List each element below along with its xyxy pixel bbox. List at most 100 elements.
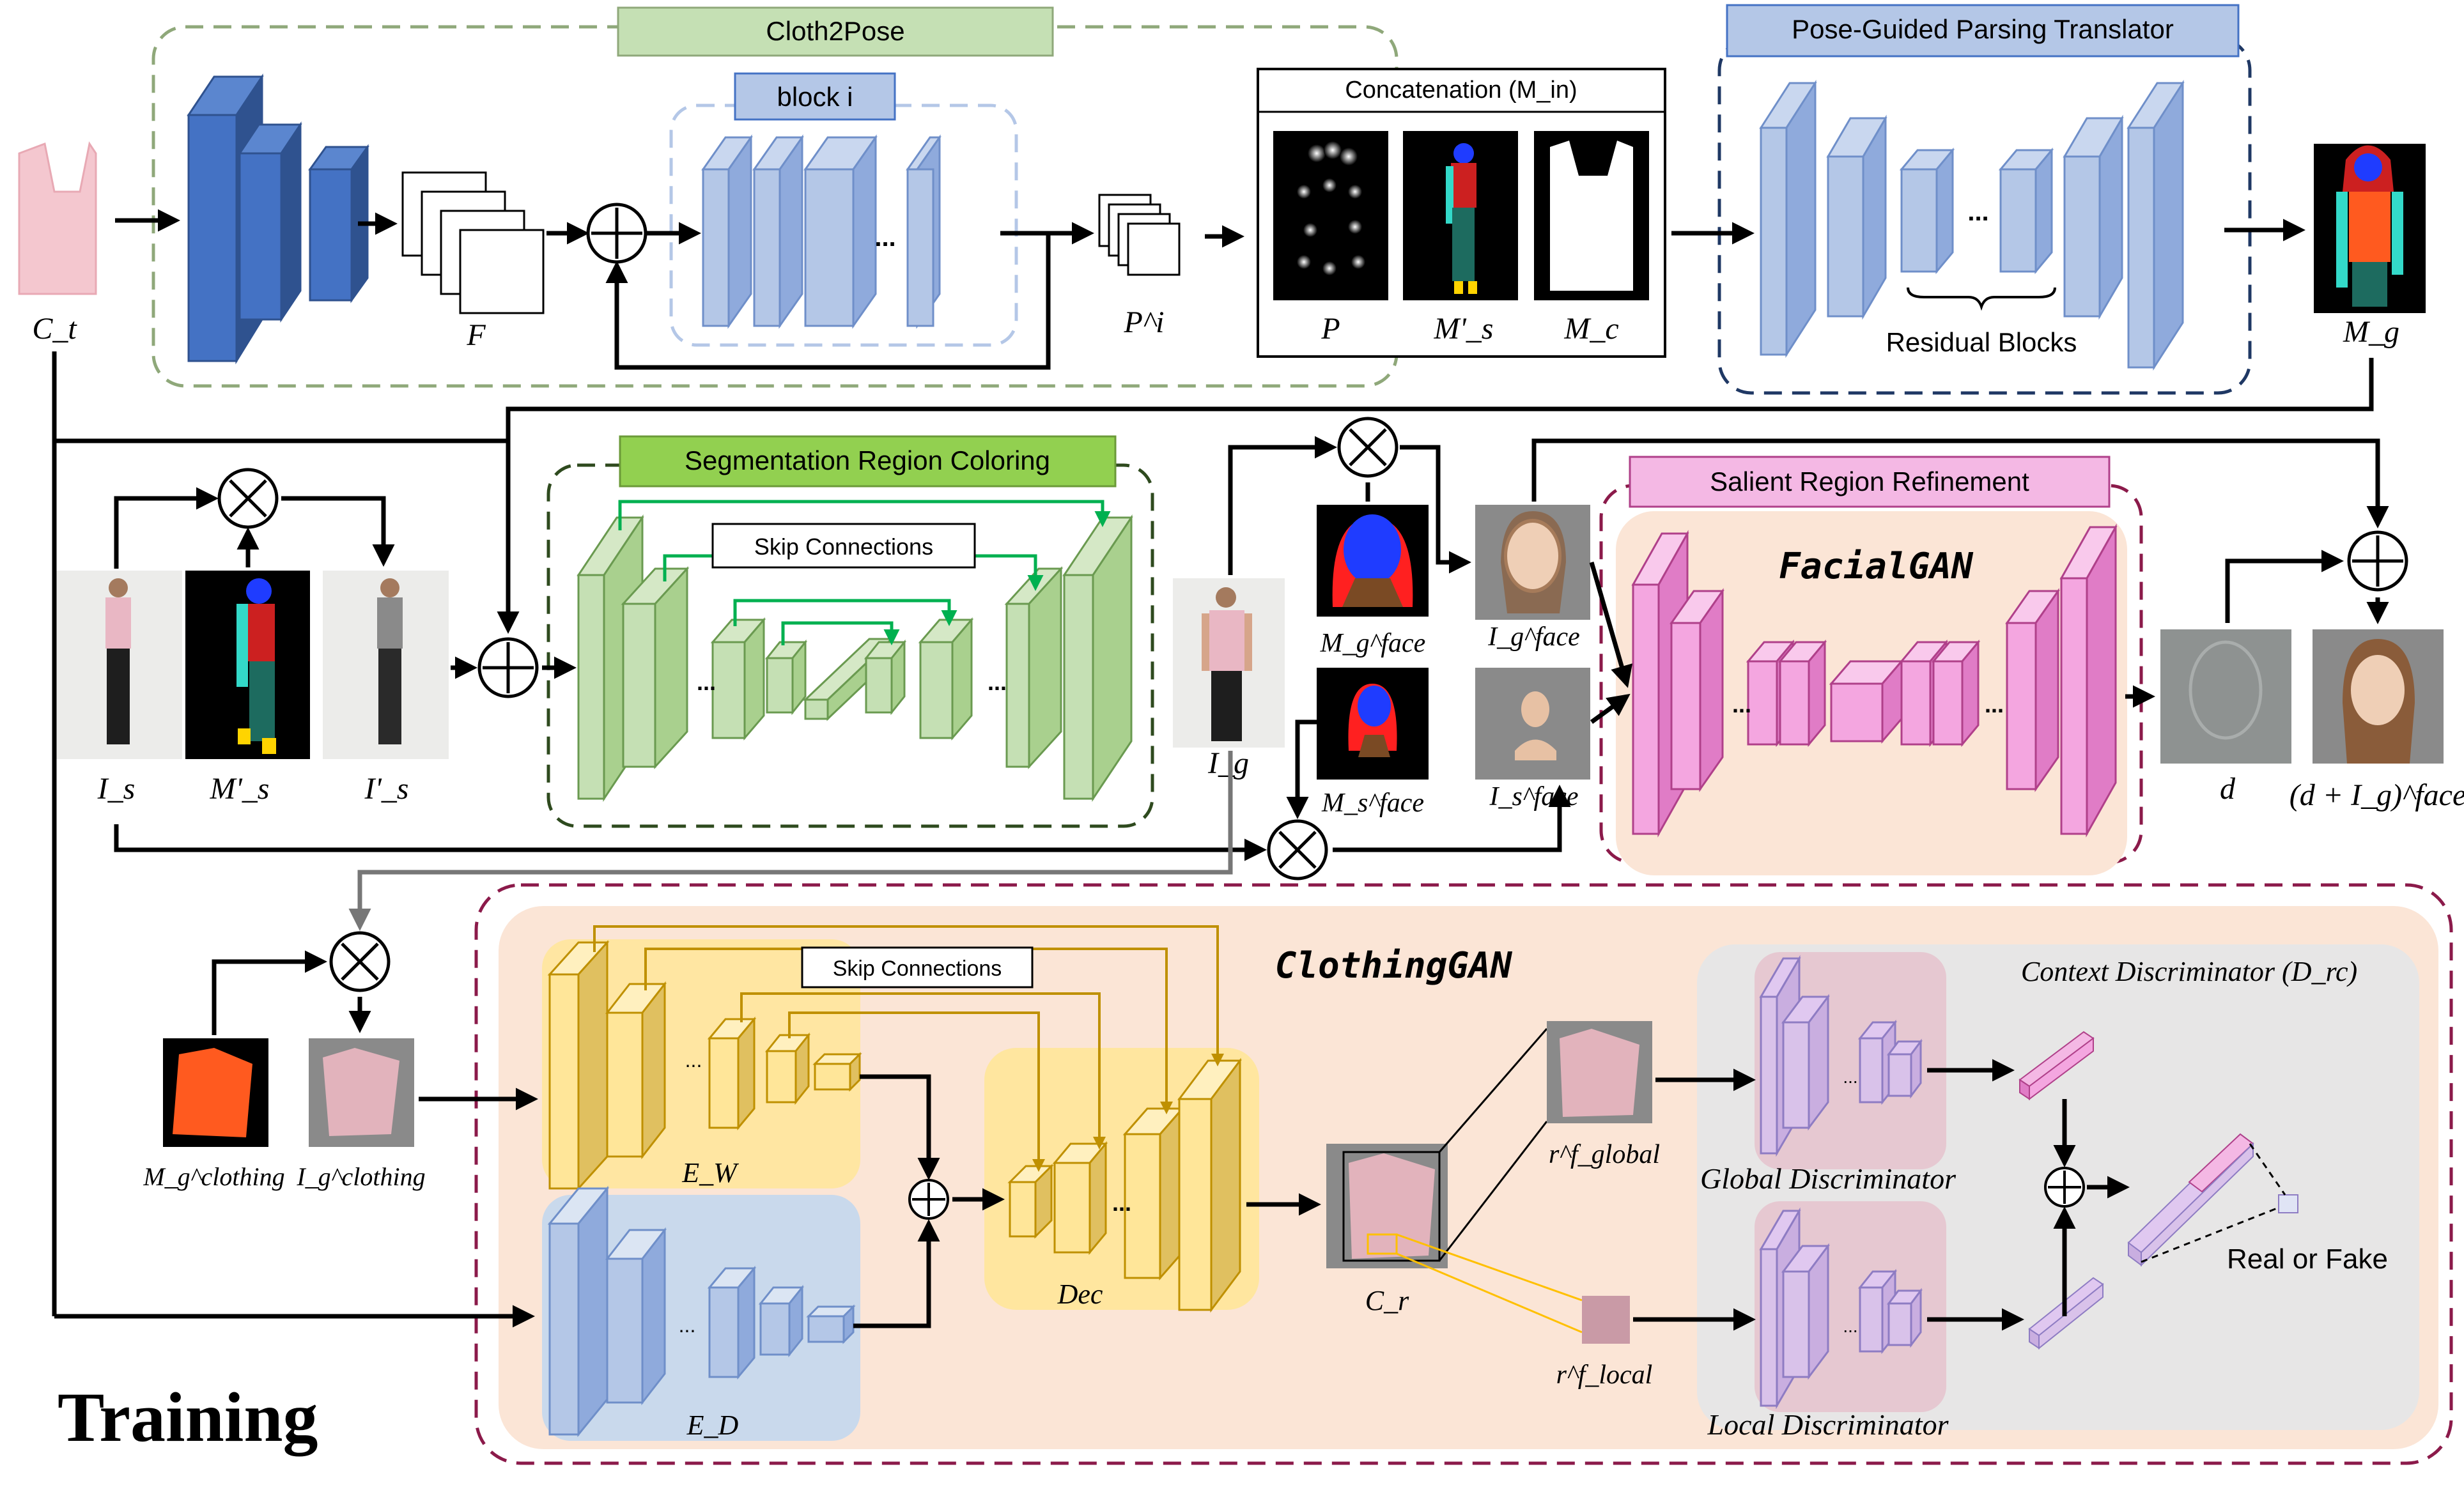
block-i-dots: ... [874,224,895,252]
is-label: I_s [97,772,136,806]
block-i-label: block i [734,72,896,121]
training-title: Training [58,1378,318,1456]
mg-face-label: M_g^face [1320,629,1426,658]
ppt-dots: ... [1967,198,1988,226]
residual-blocks-label: Residual Blocks [1886,327,2077,357]
is-prime-label: I'_s [364,772,409,806]
context-discriminator-label: Context Discriminator (D_rc) [2021,956,2357,987]
target-cloth-image [10,134,105,297]
multiply-operator-is-face [1267,819,1328,880]
cloth2pose-encoder [187,73,369,365]
local-discriminator-network [1759,1207,1923,1410]
dec-decoder [1007,1057,1242,1313]
ig-face-crop [1475,505,1590,620]
r-local-label: r^f_local [1556,1360,1653,1390]
generated-person-image [1173,578,1285,748]
mg-label: M_g [2343,315,2399,349]
ct-label: C_t [32,312,77,346]
concat-title: Concatenation (M_in) [1345,77,1577,104]
mg-clothing-mask [163,1038,268,1147]
pi-label: P^i [1124,305,1165,339]
output-node [2278,1194,2298,1213]
source-parsing-map [1403,131,1518,300]
srr-title: Salient Region Refinement [1710,466,2029,496]
global-feature-vector [2018,1031,2095,1100]
block-i-title: block i [777,82,853,112]
r-global-label: r^f_global [1549,1140,1660,1169]
ew-label: E_W [681,1157,739,1188]
multiply-operator-agnostic [217,468,279,529]
is-face-crop [1475,668,1590,780]
generated-parsing-map [2314,144,2426,313]
add-operator-discriminator [2044,1167,2085,1208]
facialgan-dots-right: ... [1985,691,2004,718]
mg-face-mask [1317,505,1429,617]
src-unet [577,514,1133,802]
is-face-label: I_s^face [1489,782,1578,811]
f-label: F [466,318,486,352]
ed-label: E_D [686,1410,739,1441]
skip-connections-box-2 [801,946,1034,988]
residual-brace [1907,287,2056,311]
facialgan-title: FacialGAN [1779,546,1974,587]
refined-cloth-image [1326,1144,1448,1268]
skip-connections-label-1: Skip Connections [754,534,933,560]
agnostic-person-image [323,571,449,759]
local-discriminator-label: Local Discriminator [1707,1408,1949,1441]
ppt-network [1759,79,2185,371]
concatenated-feature-vector [2127,1133,2254,1267]
cr-label: C_r [1365,1285,1409,1316]
real-or-fake-label: Real or Fake [2227,1243,2388,1275]
block-i-layers [701,134,941,329]
ig-face-label: I_g^face [1487,622,1580,652]
src-region [546,463,1154,828]
ms-face-mask [1317,668,1429,780]
d-ig-face-label: (d + I_g)^face [2290,778,2464,812]
ms-face-label: M_s^face [1321,788,1424,818]
ed-encoder [547,1185,856,1438]
multiply-operator-ig-face [1337,417,1399,478]
src-dots-right: ... [988,669,1007,695]
add-operator-face [2347,530,2408,592]
mg-clothing-label: M_g^clothing [143,1162,284,1191]
ed-dots: ... [679,1314,696,1337]
ig-clothing-label: I_g^clothing [296,1162,425,1191]
src-title: Segmentation Region Coloring [685,445,1050,475]
cloth2pose-title: Cloth2Pose [766,16,904,46]
r-global-image [1547,1021,1652,1123]
clothinggan-title: ClothingGAN [1275,945,1513,987]
residual-d-image [2160,629,2291,764]
ppt-title: Pose-Guided Parsing Translator [1792,14,2174,44]
add-operator-cloth2pose [586,203,647,264]
multiply-operator-clothing [329,931,391,992]
ppt-label: Pose-Guided Parsing Translator [1726,4,2240,58]
facialgan-network [1631,523,2118,838]
src-dots-left: ... [697,669,716,695]
clothinggan-region [474,883,2453,1465]
src-label: Segmentation Region Coloring [619,435,1117,488]
skip-connections-box-1 [711,523,976,569]
ig-clothing-image [309,1038,414,1147]
ew-encoder [547,940,862,1191]
refined-face-image [2313,629,2444,764]
dec-label: Dec [1057,1279,1103,1310]
r-local-image [1582,1296,1630,1344]
ew-dots: ... [685,1049,702,1072]
ms-prime-label-2: M'_s [210,772,270,806]
global-discriminator-network [1759,955,1923,1157]
global-disc-dots: ... [1843,1067,1857,1087]
pose-keypoint-map [1273,131,1388,300]
source-person-image [56,571,182,759]
flow-arrows [52,209,2389,1331]
facialgan-dots-left: ... [1732,691,1751,718]
ig-to-clothing-arrow [348,751,1233,931]
srr-label: Salient Region Refinement [1629,456,2111,508]
dec-dots: ... [1112,1190,1131,1216]
feature-maps-f [401,171,545,314]
source-parsing-image [185,571,310,759]
d-label: d [2220,772,2236,806]
ms-prime-label: M'_s [1434,312,1494,346]
local-disc-dots: ... [1843,1316,1857,1336]
cloth-mask-map [1534,131,1649,300]
mc-label: M_c [1563,312,1618,346]
